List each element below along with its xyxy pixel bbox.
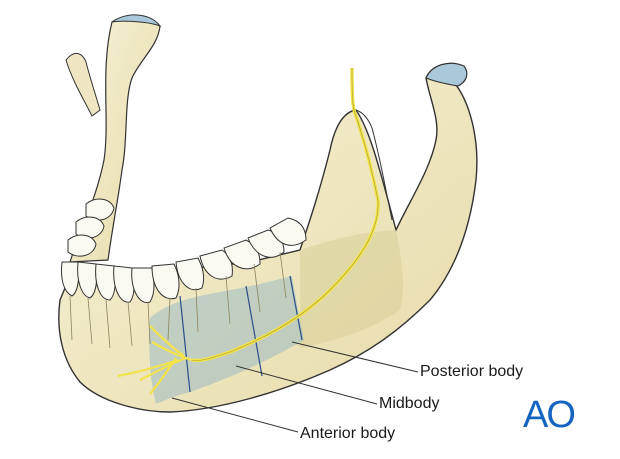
ao-logo: AO [523,394,576,436]
anterior-body-label: Anterior body [300,425,396,442]
left-condyle-cartilage [111,14,162,28]
inferior-alveolar-nerve-outline [191,67,379,361]
right-condyle [425,62,468,87]
anterior-leader [171,397,299,433]
posterior-body-label: Posterior body [420,363,524,380]
posterior-limit [289,275,303,341]
left-ramus [69,15,161,263]
teeth [61,198,307,304]
left-coronoid [65,53,101,117]
anterior-mid-boundary [179,295,191,393]
posterior-leader [291,341,419,373]
tooth-roots [69,251,287,349]
right-coronoid [355,109,393,221]
lingual-surface [300,230,403,348]
midbody-label: Midbody [379,395,440,412]
mid-posterior-boundary [245,285,263,377]
mid-leader [235,365,378,405]
mental-nerve-branches [117,325,193,395]
